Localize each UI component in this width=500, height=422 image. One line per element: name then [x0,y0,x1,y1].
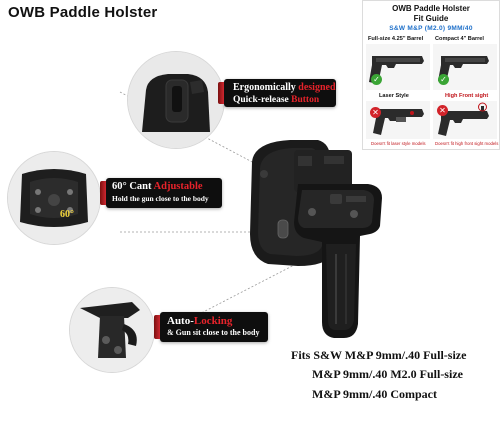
feature-subtitle: Hold the gun close to the body [112,194,209,203]
pistol-icon [438,56,489,83]
fits-line: M&P 9mm/.40 M2.0 Full-size [312,367,463,381]
fit-guide-subtitle: Fit Guide [413,14,449,23]
page-title: OWB Paddle Holster [8,4,158,21]
feature-callout-auto-lock: Auto-Locking & Gun sit close to the body [160,312,268,342]
fit-guide-title: OWB Paddle Holster [392,4,470,13]
feature-subtitle: Quick-release Button [233,94,336,106]
feature-title-highlight: Locking [193,315,233,327]
feature-title-part: Ergonomically [233,82,299,93]
check-icon: ✓ [438,74,449,85]
feature-title: Auto-Locking [167,315,268,327]
fit-guide-item-label: Full-size 4.25" Barrel [368,36,424,42]
feature-subtitle-part: Quick-release [233,95,292,105]
feature-callout-quick-release: Ergonomically designed Quick-release But… [224,79,336,107]
fit-guide-item-note: Doesn't fit high front sight models [435,141,499,146]
detail-circle-cant: 60° [8,152,100,244]
high-sight-pistol-icon [438,102,489,136]
fits-line: M&P 9mm/.40 Compact [312,387,437,401]
holster-product-image [250,140,382,338]
fit-guide-item-image: ✕ [433,101,497,139]
feature-title-part: 60° Cant [112,181,154,192]
feature-subtitle-highlight: Button [291,95,320,105]
feature-subtitle: & Gun sit close to the body [167,328,260,337]
feature-callout-cant: 60° Cant Adjustable Hold the gun close t… [106,178,222,208]
cross-icon: ✕ [370,107,381,118]
feature-title-highlight: Adjustable [153,181,203,192]
fit-guide-item-label: High Front sight [445,93,489,99]
pistol-icon [369,56,424,84]
feature-title-highlight: designed [298,82,336,93]
holster-release-icon [128,52,224,148]
fit-guide-item-image: ✓ [366,44,430,90]
fit-guide-item-image: ✕ [366,101,430,139]
fits-line: Fits S&W M&P 9mm/.40 Full-size [291,348,467,362]
cant-paddle-icon [8,152,100,244]
fit-guide-item-note: Doesn't fit laser style models [371,141,426,146]
feature-title-part: Auto- [167,315,194,327]
detail-circle-auto-lock [70,288,154,372]
check-icon: ✓ [371,74,382,85]
fit-guide-models: S&W M&P (M2.0) 9MM/40 [389,25,473,32]
cross-icon: ✕ [437,105,448,116]
fit-guide-item-label: Laser Style [379,93,409,99]
fit-guide-item-label: Compact 4" Barrel [435,36,484,42]
feature-title: Ergonomically designed [233,82,336,94]
feature-title: 60° Cant Adjustable [112,181,222,193]
callout-cap [218,82,224,104]
callout-cap [154,315,160,339]
laser-pistol-icon [373,109,424,135]
angle-label: 60° [60,209,74,220]
detail-circle-quick-release [128,52,224,148]
locking-clip-icon [70,288,154,372]
fit-guide-item-image: ✓ [433,44,497,90]
callout-cap [100,181,106,205]
